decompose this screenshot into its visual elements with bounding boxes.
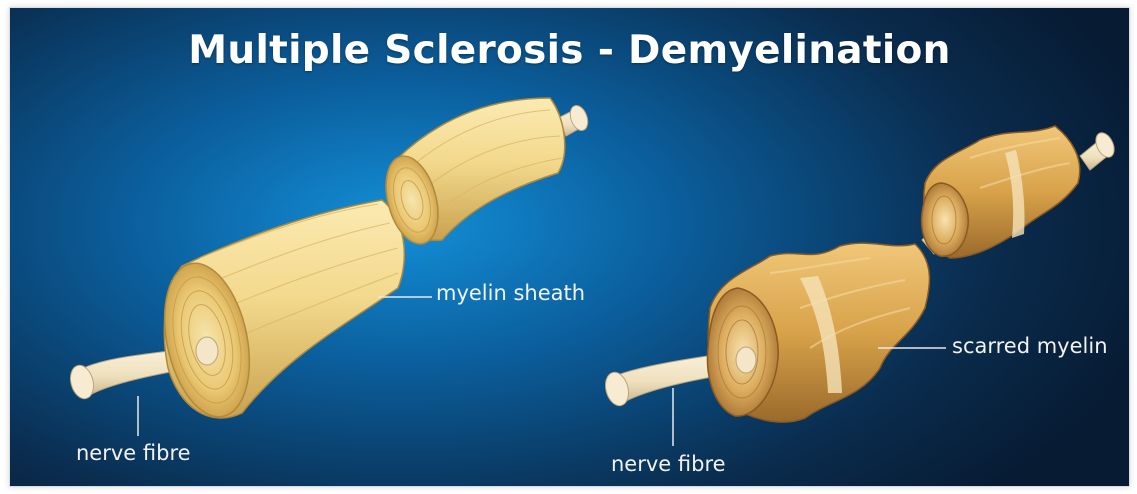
scarred-nerve-illustration <box>602 126 1118 422</box>
myelin-sheath-label: myelin sheath <box>436 281 585 305</box>
healthy-nerve-illustration <box>67 98 591 425</box>
diagram-illustration <box>10 8 1129 486</box>
nerve-fibre-right-label: nerve fibre <box>611 452 726 476</box>
diagram-frame: Multiple Sclerosis - Demyelination myeli… <box>9 7 1130 487</box>
scarred-myelin-label: scarred myelin <box>952 334 1108 358</box>
diagram-title: Multiple Sclerosis - Demyelination <box>10 28 1129 73</box>
nerve-fibre-left-label: nerve fibre <box>76 441 191 465</box>
